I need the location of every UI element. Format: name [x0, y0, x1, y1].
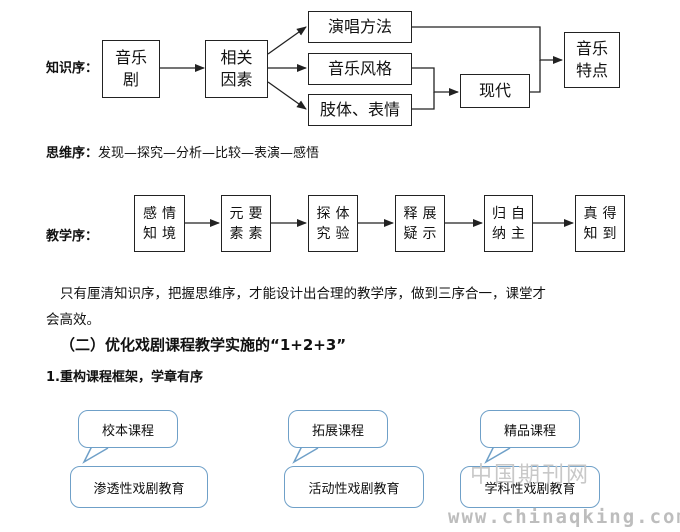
teaching-step-2-text1-char-1: 要 — [248, 205, 263, 222]
teaching-step-2: 要素 元素 — [221, 195, 271, 252]
teaching-step-6: 得到 真知 — [575, 195, 625, 252]
teaching-step-1-col2: 感知 — [143, 204, 158, 244]
teaching-step-1-text1-char-1: 情 — [162, 205, 176, 222]
box-penetrative-drama: 渗透性戏剧教育 — [70, 466, 208, 508]
teaching-step-3-text1-char-1: 体 — [335, 205, 350, 222]
box-related-factors: 相关 因素 — [205, 40, 268, 98]
arrow-factors-to-singing — [267, 26, 307, 55]
bubble-extended-course: 拓展课程 — [288, 410, 388, 448]
teaching-step-1-col1: 情境 — [162, 204, 177, 244]
teaching-step-1-text1-char-2: 境 — [162, 225, 176, 242]
box-subject-drama: 学科性戏剧教育 — [460, 466, 600, 508]
teaching-step-1: 情境 感知 — [134, 195, 185, 252]
paragraph-line-1: 只有厘清知识序，把握思维序，才能设计出合理的教学序，做到三序合一，课堂才 — [60, 286, 546, 302]
box-music-style: 音乐风格 — [308, 53, 412, 85]
box-related-factors-line2: 因素 — [220, 70, 253, 89]
teaching-step-6-text2-char-2: 知 — [583, 225, 598, 242]
teaching-step-6-text2-char-1: 真 — [583, 205, 598, 222]
teaching-step-2-text1-char-2: 素 — [248, 225, 263, 242]
teaching-step-4: 展示 释疑 — [395, 195, 445, 252]
box-body-expression: 肢体、表情 — [308, 94, 412, 126]
teaching-step-5-text1-char-2: 主 — [511, 225, 525, 242]
teaching-step-2-text2-char-1: 元 — [229, 205, 244, 222]
teaching-step-3-text2-char-1: 探 — [316, 205, 331, 222]
box-activity-drama: 活动性戏剧教育 — [284, 466, 424, 508]
bubble-school-course: 校本课程 — [78, 410, 178, 448]
bubble-premium-course: 精品课程 — [480, 410, 580, 448]
teaching-step-1-text2-char-1: 感 — [143, 205, 157, 222]
line-modern-to-features — [530, 60, 541, 93]
line-singing-to-features — [412, 26, 563, 64]
knowledge-label: 知识序： — [46, 61, 99, 76]
teaching-step-5-text2-char-1: 归 — [492, 205, 506, 222]
teaching-step-6-text1-char-1: 得 — [602, 205, 617, 222]
thinking-row: 思维序：发现—探究—分析—比较—表演—感悟 — [46, 142, 319, 161]
bubble-tail-1 — [82, 445, 109, 464]
box-music-features-line1: 音乐 — [575, 39, 608, 58]
teaching-step-6-text1-char-2: 到 — [602, 225, 617, 242]
line-style-to-modern — [412, 67, 459, 96]
section-heading: （二）优化戏剧课程教学实施的“1+2+3” — [60, 336, 347, 354]
box-music-drama-line1: 音乐 — [114, 48, 147, 67]
box-music-drama-line2: 剧 — [122, 70, 139, 89]
teaching-step-4-text1-char-2: 示 — [422, 225, 437, 242]
teaching-step-4-text2-char-1: 释 — [403, 205, 418, 222]
watermark-url: www.chinaqking.com — [448, 506, 680, 528]
teaching-step-5: 自主 归纳 — [484, 195, 533, 252]
teaching-step-4-text2-char-2: 疑 — [403, 225, 418, 242]
subsection-heading: 1.重构课程框架，学章有序 — [46, 370, 203, 385]
teaching-step-5-text2-char-2: 纳 — [492, 225, 506, 242]
teaching-step-1-text2-char-2: 知 — [143, 225, 157, 242]
teaching-step-4-text1-char-1: 展 — [422, 205, 437, 222]
box-modern: 现代 — [460, 74, 530, 108]
line-body-to-modern — [412, 92, 435, 110]
teaching-step-5-text1-char-1: 自 — [511, 205, 525, 222]
bubble-tail-2 — [292, 445, 319, 464]
teaching-step-2-text2-char-2: 素 — [229, 225, 244, 242]
watermark-cn: 中国期刊网 — [470, 463, 591, 488]
box-related-factors-line1: 相关 — [220, 48, 253, 67]
box-music-drama: 音乐 剧 — [102, 40, 160, 98]
teaching-step-3: 体验 探究 — [308, 195, 358, 252]
box-music-features-line2: 特点 — [575, 61, 608, 80]
paragraph-line-2: 会高效。 — [46, 312, 100, 328]
box-singing-method: 演唱方法 — [308, 11, 412, 43]
teaching-label: 教学序： — [46, 229, 99, 244]
box-music-features: 音乐 特点 — [564, 32, 620, 88]
thinking-text: 发现—探究—分析—比较—表演—感悟 — [98, 146, 320, 161]
bubble-tail-3 — [484, 445, 511, 464]
arrow-factors-to-body — [267, 81, 307, 110]
teaching-step-3-text1-char-2: 验 — [335, 225, 350, 242]
thinking-label: 思维序： — [46, 146, 99, 161]
teaching-step-3-text2-char-2: 究 — [316, 225, 331, 242]
